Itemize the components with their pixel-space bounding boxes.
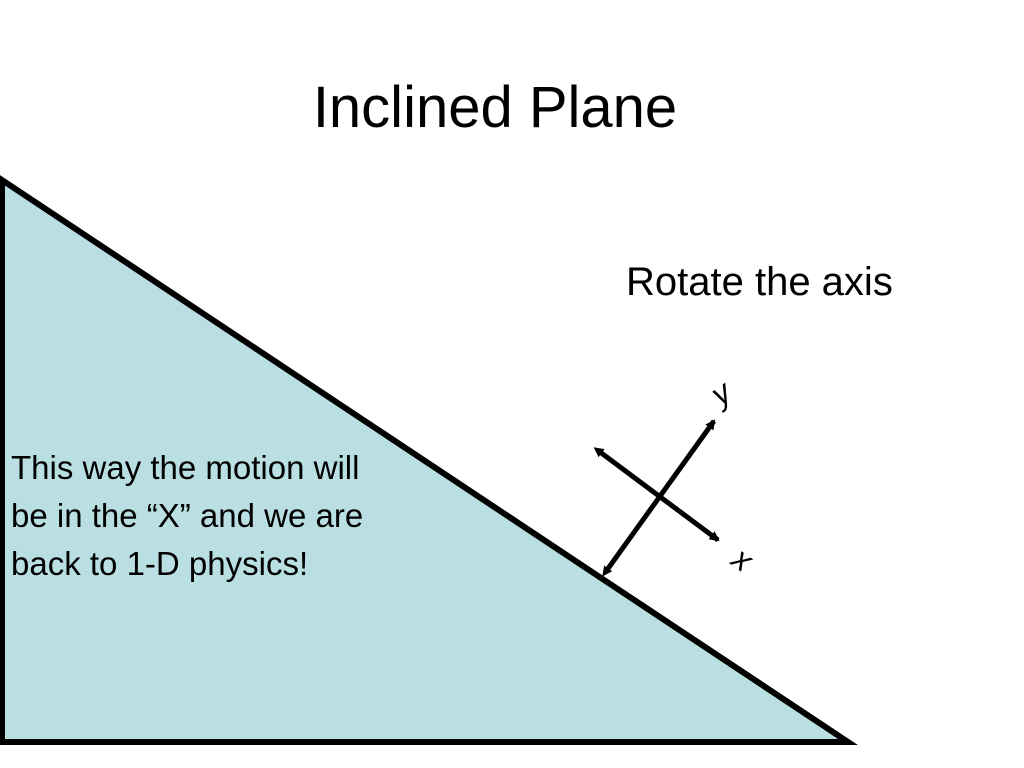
- y-axis-label: y: [702, 373, 739, 414]
- x-axis-label: x: [724, 539, 760, 579]
- rotate-axis-note: Rotate the axis: [626, 260, 893, 304]
- slide-title: Inclined Plane: [312, 75, 678, 140]
- y-axis-arrow: [602, 419, 717, 577]
- motion-explanation: This way the motion will be in the “X” a…: [11, 449, 364, 582]
- inclined-plane-triangle: [0, 175, 858, 745]
- rotated-axes: y x: [593, 373, 760, 579]
